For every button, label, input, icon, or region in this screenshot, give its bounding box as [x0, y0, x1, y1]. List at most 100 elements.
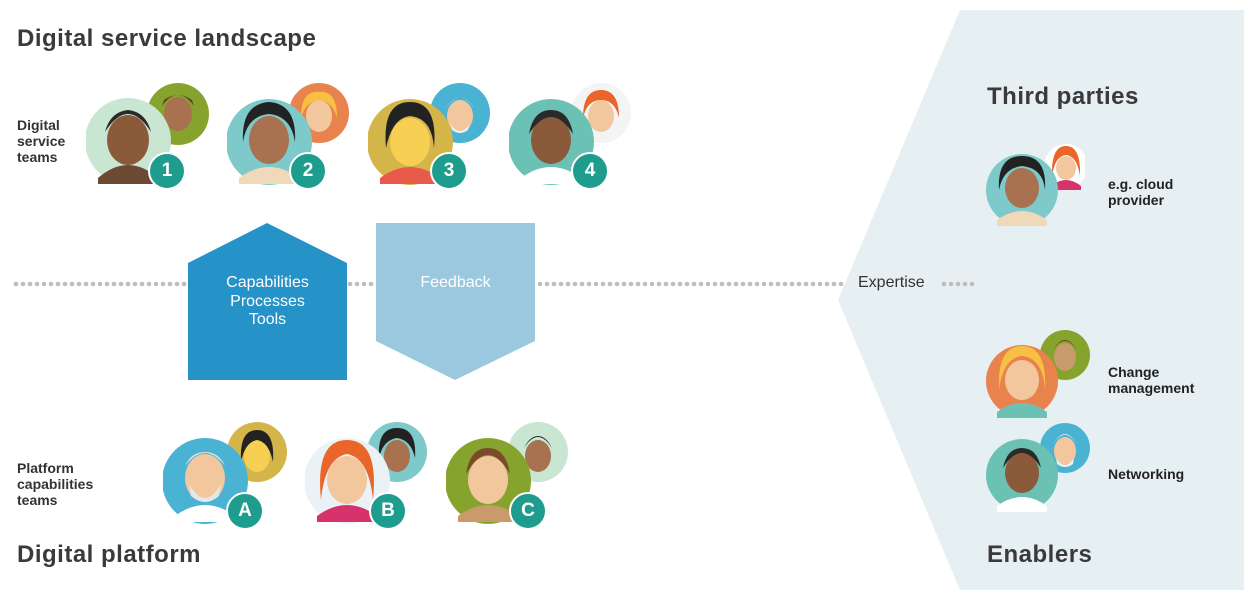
connector-dot [810, 281, 816, 287]
connector-dot [118, 281, 124, 287]
connector-dot [537, 281, 543, 287]
connector-dot [558, 281, 564, 287]
connector-dot [705, 281, 711, 287]
platform-team-b: B [304, 420, 435, 530]
connector-dot [635, 281, 641, 287]
connector-dot [90, 281, 96, 287]
dotted-connector-line [13, 281, 975, 287]
label-line: Platform [17, 460, 74, 476]
connector-dot [740, 281, 746, 287]
connector-dot [347, 281, 353, 287]
connector-dot [796, 281, 802, 287]
connector-dot [572, 281, 578, 287]
connector-dot [607, 281, 613, 287]
connector-dot [544, 281, 550, 287]
connector-dot [153, 281, 159, 287]
team-avatars-icon [226, 83, 349, 185]
service-team-3: 3 [367, 82, 498, 192]
connector-dot [698, 281, 704, 287]
connector-dot [139, 281, 145, 287]
connector-dot [969, 281, 975, 287]
connector-dot [775, 281, 781, 287]
label-line: Networking [1108, 466, 1185, 482]
team-badge: A [226, 492, 264, 530]
connector-dot [565, 281, 571, 287]
label-line: e.g. cloud [1108, 176, 1174, 192]
connector-dot [838, 281, 844, 287]
arrow-text-line: Feedback [420, 274, 491, 291]
third-parties-title: Third parties [987, 83, 1139, 110]
connector-dot [368, 281, 374, 287]
service-team-1: 1 [85, 82, 216, 192]
feedback-arrow-text: Feedback [376, 274, 535, 293]
connector-dot [677, 281, 683, 287]
connector-dot [69, 281, 75, 287]
connector-dot [160, 281, 166, 287]
connector-dot [782, 281, 788, 287]
connector-dot [747, 281, 753, 287]
connector-dot [691, 281, 697, 287]
digital-service-teams-label: Digital service teams [17, 117, 127, 165]
connector-dot [20, 281, 26, 287]
label-line: provider [1108, 192, 1165, 208]
team-avatars-icon [162, 422, 287, 524]
connector-dot [726, 281, 732, 287]
connector-dot [962, 281, 968, 287]
connector-dot [955, 281, 961, 287]
team-badge: 2 [289, 152, 327, 190]
service-team-4: 4 [508, 82, 639, 192]
arrow-text-line: Capabilities [226, 274, 309, 291]
enablers-title: Enablers [987, 541, 1093, 568]
connector-dot [167, 281, 173, 287]
platform-team-c: C [445, 420, 576, 530]
connector-dot [97, 281, 103, 287]
label-line: capabilities [17, 476, 94, 492]
connector-dot [684, 281, 690, 287]
connector-dot [62, 281, 68, 287]
team-avatars-icon [986, 330, 1090, 418]
connector-dot [656, 281, 662, 287]
connector-dot [181, 281, 187, 287]
connector-dot [593, 281, 599, 287]
service-team-2: 2 [226, 82, 357, 192]
label-line: service [17, 133, 66, 149]
connector-dot [13, 281, 19, 287]
digital-platform-title: Digital platform [17, 541, 202, 568]
platform-team-a: A [162, 420, 293, 530]
feedback-down-arrow [376, 223, 535, 380]
connector-dot [719, 281, 725, 287]
connector-dot [174, 281, 180, 287]
connector-dot [48, 281, 54, 287]
platform-capabilities-teams-label: Platform capabilities teams [17, 460, 127, 508]
arrow-text-line: Tools [248, 311, 287, 328]
connector-dot [712, 281, 718, 287]
team-badge: B [369, 492, 407, 530]
label-line: management [1108, 380, 1195, 396]
team-avatars-icon [508, 83, 631, 185]
digital-service-landscape-title: Digital service landscape [17, 25, 317, 52]
connector-dot [104, 281, 110, 287]
connector-dot [27, 281, 33, 287]
connector-dot [649, 281, 655, 287]
connector-dot [125, 281, 131, 287]
connector-dot [146, 281, 152, 287]
connector-dot [579, 281, 585, 287]
connector-dot [663, 281, 669, 287]
connector-dot [642, 281, 648, 287]
connector-dot [733, 281, 739, 287]
connector-dot [361, 281, 367, 287]
change-management-label: Change management [1108, 364, 1194, 396]
team-badge: 1 [148, 152, 186, 190]
connector-dot [803, 281, 809, 287]
capabilities-arrow-text: Capabilities Processes Tools [188, 274, 347, 330]
arrow-text-line: Processes [230, 292, 305, 310]
connector-dot [41, 281, 47, 287]
connector-dot [34, 281, 40, 287]
capabilities-up-arrow [188, 223, 347, 380]
label-line: Digital [17, 117, 60, 133]
networking-label: Networking [1108, 466, 1184, 482]
connector-dot [621, 281, 627, 287]
connector-dot [83, 281, 89, 287]
networking-item [985, 422, 1095, 514]
